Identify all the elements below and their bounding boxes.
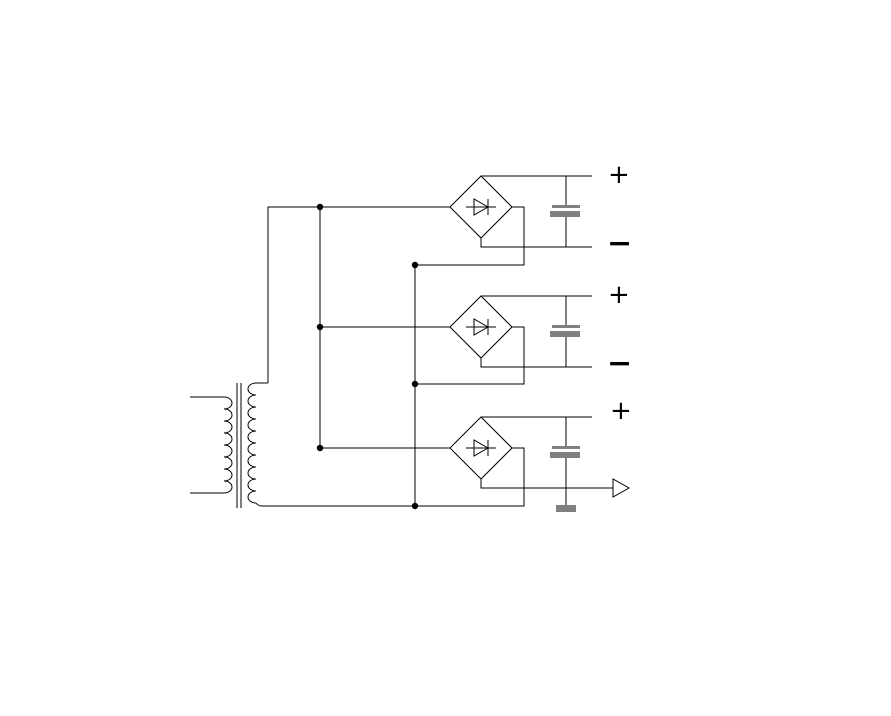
terminal-1-positive-label: + (608, 160, 630, 190)
wire-ac2-bridge2 (415, 326, 525, 385)
junction-dot (411, 502, 419, 510)
primary-coil (223, 396, 233, 494)
terminal-3-positive-label: + (610, 396, 632, 426)
junction-dot (411, 261, 419, 269)
ground-plate (556, 505, 576, 512)
wire-out1-negative (480, 238, 592, 248)
secondary-coil (247, 382, 257, 504)
capacitor-3-plate-top (552, 446, 580, 449)
capacitor-2-plate-top (552, 325, 580, 328)
wire-ac2-bottom (262, 447, 525, 507)
junction-dot (316, 203, 324, 211)
terminal-2-negative-label: − (607, 346, 633, 381)
wire-out2-negative (480, 358, 592, 368)
junction-dot (316, 323, 324, 331)
wire-ac1-top (267, 206, 450, 383)
transformer (190, 382, 268, 508)
wiring (262, 206, 525, 507)
bridge-rectifier-3 (449, 416, 631, 512)
diode-icon (466, 318, 496, 336)
capacitor-3-plate-bottom (550, 452, 580, 458)
capacitor-1-plate-top (552, 205, 580, 208)
bridge-rectifier-2 (449, 295, 592, 368)
secondary-bottom-lead (255, 502, 263, 507)
ground-arrow-icon (612, 478, 631, 498)
junction-dot (411, 380, 419, 388)
capacitor-1-plate-bottom (550, 211, 580, 217)
wire-out3-ground (480, 479, 613, 489)
terminal-1-negative-label: − (607, 226, 633, 261)
diode-icon (466, 439, 496, 457)
junction-dot (316, 444, 324, 452)
wire-ac2-bridge1 (415, 206, 525, 266)
junctions (316, 203, 419, 510)
diode-icon (466, 198, 496, 216)
capacitor-2-plate-bottom (550, 331, 580, 337)
terminal-2-positive-label: + (608, 280, 630, 310)
bridge-rectifier-1 (449, 175, 592, 248)
